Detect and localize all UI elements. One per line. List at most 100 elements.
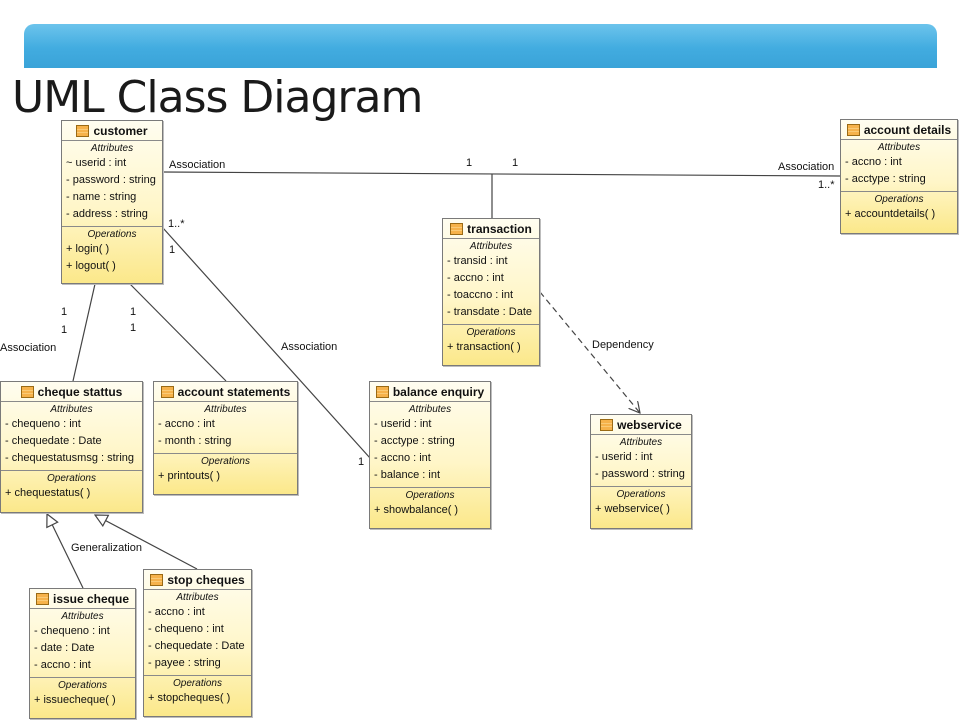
generalization-line-issue (47, 514, 84, 589)
class-name: transaction (467, 222, 532, 236)
attribute-row: - transdate : Date (447, 306, 532, 318)
class-header: transaction (443, 219, 539, 239)
dependency-line (539, 291, 640, 413)
attribute-row: - address : string (66, 208, 148, 220)
label-generalization: Generalization (71, 542, 142, 554)
class-name: account statements (177, 385, 291, 399)
attributes-title: Attributes (50, 404, 93, 415)
class-account-statements[interactable]: account statements Attributes - accno : … (153, 381, 298, 495)
attribute-row: - accno : int (447, 272, 504, 284)
attributes-title: Attributes (90, 143, 134, 154)
class-icon (450, 223, 464, 235)
label-mult-1-balance: 1 (358, 456, 365, 468)
class-header: account statements (154, 382, 297, 402)
operations-title: Operations (874, 194, 924, 205)
attributes-title: Attributes (619, 437, 663, 448)
attribute-row: - toaccno : int (447, 289, 514, 301)
operations-section: Operations + login( ) + logout( ) (62, 226, 162, 278)
label-assoc-customer-account: Association (169, 159, 226, 171)
label-mult-1-statements-b: 1 (130, 322, 137, 334)
attribute-row: ~ userid : int (66, 157, 127, 169)
class-stop-cheques[interactable]: stop cheques Attributes - accno : int - … (143, 569, 252, 717)
operation-row: + chequestatus( ) (5, 487, 91, 499)
operation-row: + stopcheques( ) (148, 692, 231, 704)
operation-row: + accountdetails( ) (845, 208, 936, 220)
class-name: issue cheque (52, 592, 130, 606)
class-icon (20, 386, 34, 398)
class-icon (160, 386, 174, 398)
operation-row: + login( ) (66, 243, 110, 255)
attribute-row: - month : string (158, 435, 232, 447)
attribute-row: - payee : string (148, 657, 221, 669)
assoc-line-customer-statements (129, 283, 227, 382)
assoc-line-customer-balance (162, 227, 371, 459)
attributes-section: Attributes - accno : int - acctype : str… (841, 140, 957, 191)
class-name: customer (93, 124, 148, 138)
attribute-row: - accno : int (34, 659, 91, 671)
operation-row: + printouts( ) (158, 470, 221, 482)
assoc-line-customer-account (162, 171, 841, 177)
attribute-row: - acctype : string (374, 435, 455, 447)
class-transaction[interactable]: transaction Attributes - transid : int -… (442, 218, 540, 366)
operation-row: + showbalance( ) (374, 504, 459, 516)
class-header: stop cheques (144, 570, 251, 590)
class-customer[interactable]: customer Attributes ~ userid : int - pas… (61, 120, 163, 284)
operations-section: Operations + transaction( ) (443, 324, 539, 359)
attributes-section: Attributes - chequeno : int - date : Dat… (30, 609, 135, 677)
class-issue-cheque[interactable]: issue cheque Attributes - chequeno : int… (29, 588, 136, 719)
attribute-row: - accno : int (148, 606, 205, 618)
attribute-row: - chequedate : Date (5, 435, 102, 447)
attribute-row: - userid : int (595, 451, 653, 463)
label-mult-many-customer: 1..* (168, 218, 185, 230)
label-assoc-customer-balance: Association (281, 341, 338, 353)
operations-title: Operations (405, 490, 455, 501)
attributes-section: Attributes - accno : int - chequeno : in… (144, 590, 251, 675)
attributes-title: Attributes (61, 611, 104, 622)
attribute-row: - accno : int (158, 418, 215, 430)
operations-title: Operations (616, 489, 666, 500)
operations-section: Operations + issuecheque( ) (30, 677, 135, 712)
label-assoc-account-customer: Association (778, 161, 835, 173)
attributes-section: Attributes - accno : int - month : strin… (154, 402, 297, 453)
operations-section: Operations + webservice( ) (591, 486, 691, 521)
attributes-section: Attributes - transid : int - accno : int… (443, 239, 539, 324)
label-mult-1-b: 1 (512, 157, 519, 169)
attribute-row: - balance : int (374, 469, 441, 481)
operation-row: + issuecheque( ) (34, 694, 116, 706)
label-mult-1-cheque-a: 1 (61, 306, 68, 318)
operations-section: Operations + stopcheques( ) (144, 675, 251, 710)
class-header: account details (841, 120, 957, 140)
attributes-title: Attributes (408, 404, 452, 415)
attribute-row: - chequestatusmsg : string (5, 452, 135, 464)
attribute-row: - transid : int (447, 255, 508, 267)
operations-title: Operations (466, 327, 516, 338)
class-account-details[interactable]: account details Attributes - accno : int… (840, 119, 958, 234)
operation-row: + webservice( ) (595, 503, 670, 515)
attribute-row: - chequeno : int (5, 418, 81, 430)
generalization-line-stop (95, 515, 198, 570)
label-mult-many-account: 1..* (818, 179, 835, 191)
class-icon (150, 574, 164, 586)
class-balance-enquiry[interactable]: balance enquiry Attributes - userid : in… (369, 381, 491, 529)
operations-title: Operations (58, 680, 107, 691)
operations-section: Operations + accountdetails( ) (841, 191, 957, 226)
operation-row: + transaction( ) (447, 341, 521, 353)
attributes-title: Attributes (204, 404, 247, 415)
attribute-row: - userid : int (374, 418, 432, 430)
class-icon (76, 125, 90, 137)
class-header: balance enquiry (370, 382, 490, 402)
class-name: webservice (617, 418, 682, 432)
attributes-title: Attributes (176, 592, 219, 603)
attribute-row: - password : string (595, 468, 685, 480)
attribute-row: - date : Date (34, 642, 95, 654)
class-cheque-status[interactable]: cheque stattus Attributes - chequeno : i… (0, 381, 143, 513)
operations-section: Operations + printouts( ) (154, 453, 297, 488)
class-header: customer (62, 121, 162, 141)
operations-title: Operations (201, 456, 250, 467)
label-assoc-customer-cheque: Association (0, 342, 57, 354)
class-header: cheque stattus (1, 382, 142, 402)
class-header: webservice (591, 415, 691, 435)
attribute-row: - name : string (66, 191, 137, 203)
class-webservice[interactable]: webservice Attributes - userid : int - p… (590, 414, 692, 529)
operations-title: Operations (47, 473, 96, 484)
